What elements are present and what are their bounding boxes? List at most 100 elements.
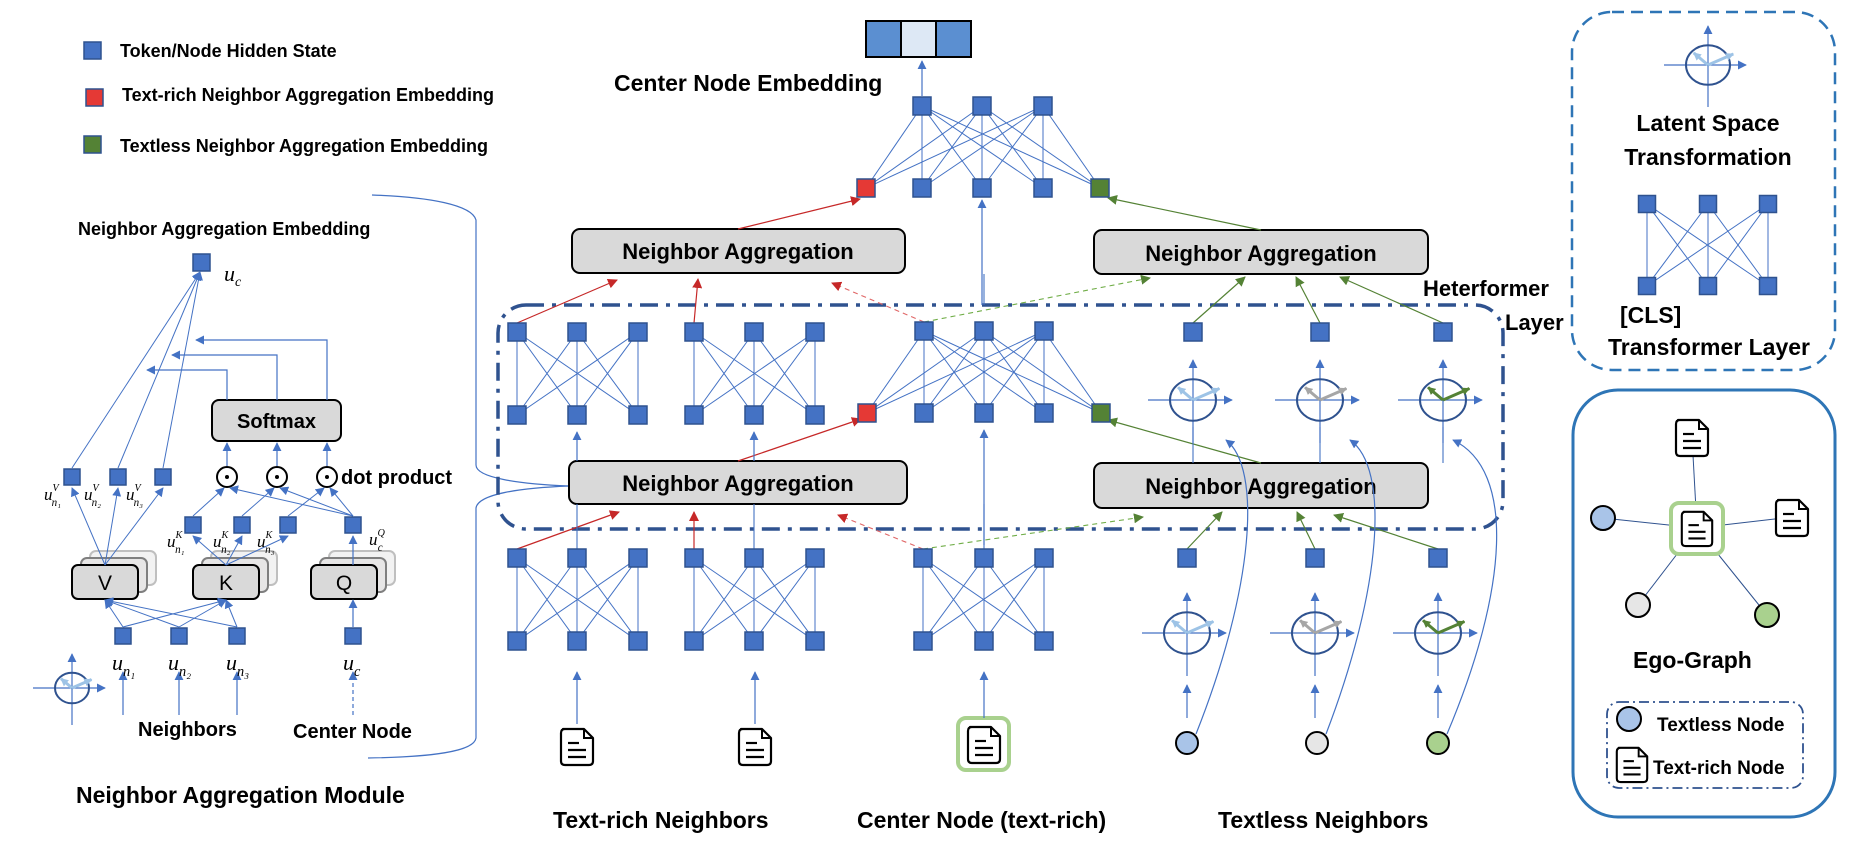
attention-edge xyxy=(516,331,578,416)
math-base: u xyxy=(168,650,179,675)
hidden-state-square xyxy=(567,405,587,425)
input-neighbor2-transformer xyxy=(693,557,816,642)
math-sup: K xyxy=(221,530,230,541)
ego-textless-node xyxy=(1754,602,1780,628)
k-projection-box: K xyxy=(192,550,278,600)
textless-neighbor-node xyxy=(1426,731,1450,755)
output-cls-square xyxy=(1033,96,1053,116)
math-sub: c xyxy=(354,664,361,680)
ego-center-document-icon xyxy=(1680,510,1714,548)
skip-connection-curve xyxy=(1446,439,1498,735)
legend-latent-icon xyxy=(1664,25,1747,107)
v-box-to-value-arrow xyxy=(104,487,122,566)
main-architecture: Center Node Embedding Heterformer Layer … xyxy=(496,20,1564,833)
legend-square xyxy=(1637,276,1657,296)
v-box-to-value-arrow xyxy=(104,487,164,566)
na-box-top-textrich: Neighbor Aggregation xyxy=(571,228,906,274)
na-label: Neighbor Aggregation xyxy=(1145,241,1376,266)
input-neighbor1-transformer xyxy=(516,557,639,642)
legend-square xyxy=(1758,194,1778,214)
transformer-layer-label: Transformer Layer xyxy=(1608,334,1810,360)
module-brace-lower xyxy=(367,485,570,759)
textless-to-na-arrow xyxy=(1186,511,1223,550)
hidden-state-square xyxy=(684,548,704,568)
ego-legend-box xyxy=(1606,701,1804,789)
attention-edge xyxy=(1042,105,1101,189)
math-sup: K xyxy=(175,530,184,541)
key-to-dot-arrow xyxy=(241,487,275,517)
component-legend-panel: Latent Space Transformation [CLS] Transf… xyxy=(1570,10,1837,372)
hidden-state-square xyxy=(805,322,825,342)
math-base: u xyxy=(167,532,176,551)
textless-neighbor-node xyxy=(1305,731,1329,755)
k-box-to-key-arrow xyxy=(225,535,243,566)
math-sub: n₁ xyxy=(52,497,62,509)
embedding-cell-1 xyxy=(865,20,902,58)
component-legend-border xyxy=(1570,10,1837,372)
textless-latent-icon xyxy=(1275,359,1360,443)
attention-edge xyxy=(1646,203,1709,287)
textless-to-na-arrow xyxy=(1339,276,1444,324)
text-rich-neighbor-document-icon xyxy=(559,727,595,767)
attention-edge xyxy=(576,331,639,416)
math-base: u xyxy=(84,485,93,504)
latent-circle xyxy=(1296,378,1344,422)
ego-graph-title: Ego-Graph xyxy=(1633,647,1752,673)
hidden-state-square xyxy=(913,631,933,651)
bottom-label-text-rich-neighbors: Text-rich Neighbors xyxy=(553,807,769,833)
neighbor-to-v-arrow xyxy=(104,598,180,628)
textless-latent-icon xyxy=(1148,359,1233,443)
key-vector-square xyxy=(279,516,297,534)
latent-vector-1 xyxy=(1171,619,1188,635)
hidden-state-square xyxy=(684,631,704,651)
document-fold xyxy=(1698,420,1708,430)
center-input-label: uc xyxy=(343,650,361,680)
latent-vector-1 xyxy=(1177,386,1194,402)
textless-to-na-arrow xyxy=(1295,276,1321,324)
na-to-text-rich-embedding-arrow xyxy=(737,196,861,230)
hidden-state-square xyxy=(1034,403,1054,423)
math-sub: n₁ xyxy=(123,664,135,680)
document-outline xyxy=(1674,418,1710,458)
neighbors-label: Neighbors xyxy=(138,719,237,741)
value-vector-square xyxy=(154,468,172,486)
attention-edge xyxy=(693,331,755,416)
ego-neighbor-document-icon xyxy=(1774,498,1810,538)
cls-to-na-arrow xyxy=(692,278,703,324)
attention-edge xyxy=(922,557,1045,642)
attention-edge xyxy=(921,105,1101,189)
na-label: Neighbor Aggregation xyxy=(1145,474,1376,499)
document-fold xyxy=(583,729,593,739)
math-sub: n₂ xyxy=(92,497,102,509)
attention-edge xyxy=(1043,330,1102,414)
hidden-state-square xyxy=(805,405,825,425)
hidden-state-square xyxy=(684,405,704,425)
textless-to-na-arrow xyxy=(1192,276,1246,324)
center-node-embedding-label: Center Node Embedding xyxy=(614,70,882,96)
neighbor-to-v-arrow xyxy=(104,599,124,628)
latent-circle xyxy=(1163,611,1211,655)
v-projection-box: V xyxy=(71,550,157,600)
attention-edge xyxy=(516,557,639,642)
heterformer-layer-label-1: Heterformer xyxy=(1423,276,1549,301)
center-cls-square xyxy=(914,321,934,341)
cls-label: [CLS] xyxy=(1620,302,1681,328)
latent-vector-2 xyxy=(1186,620,1215,635)
output-cls-square xyxy=(972,96,992,116)
value-vector-square xyxy=(109,468,127,486)
math-sub: n₂ xyxy=(221,544,231,556)
ego-legend-textless-label: Textless Node xyxy=(1657,715,1784,736)
na-box-top-textless: Neighbor Aggregation xyxy=(1093,229,1429,275)
attention-edge xyxy=(1646,203,1769,287)
softmax-label: Softmax xyxy=(237,411,316,433)
attention-edge xyxy=(981,105,1044,189)
dot-product-label: dot product xyxy=(341,467,452,489)
legend-label: Textless Neighbor Aggregation Embedding xyxy=(120,136,488,156)
neighbor-to-v-arrow xyxy=(104,597,238,628)
math-sub: c xyxy=(378,542,383,554)
document-outline xyxy=(966,725,1002,765)
neighbor1-transformer xyxy=(516,331,639,416)
attention-edge xyxy=(923,330,1045,414)
